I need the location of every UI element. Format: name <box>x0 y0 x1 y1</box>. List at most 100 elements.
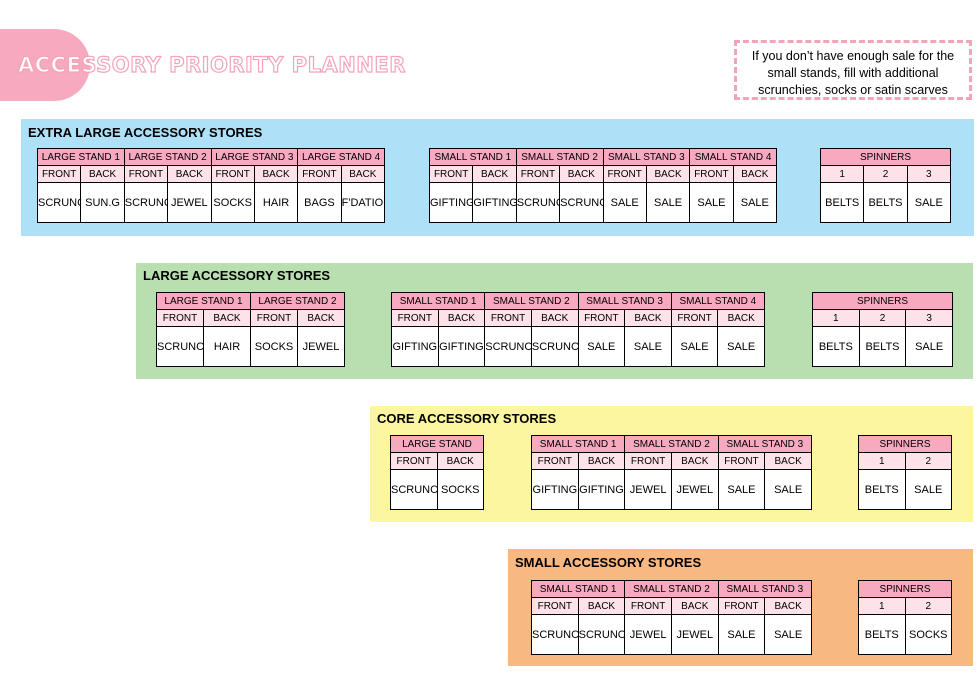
stand-header: LARGE STAND 4 <box>297 148 385 166</box>
stand-header: SMALL STAND 1 <box>429 148 517 166</box>
product-cell: HAIR <box>253 182 299 223</box>
product-cell: BELTS <box>819 182 865 223</box>
product-cell: BELTS <box>858 326 907 367</box>
product-cell: SALE <box>670 326 719 367</box>
product-cell: SCRUNCHIE <box>577 614 626 655</box>
position-label: BACK <box>732 165 778 183</box>
product-cell: SALE <box>624 326 672 367</box>
position-label: 3 <box>906 165 952 183</box>
stand-header: LARGE STAND 2 <box>123 148 212 166</box>
position-label: BACK <box>717 309 765 327</box>
stand-header: SMALL STAND 1 <box>530 580 626 598</box>
product-cell: BELTS <box>858 469 906 510</box>
hdr-row: SPINNERS <box>820 148 951 166</box>
position-label: BACK <box>577 452 626 470</box>
product-cell: SALE <box>764 469 812 510</box>
title-pill-decoration <box>0 29 90 101</box>
position-label: FRONT <box>531 452 579 470</box>
hdr-row: SPINNERS <box>858 580 952 598</box>
product-cell: SALE <box>602 182 647 223</box>
stand-header: SMALL STAND 1 <box>390 292 486 310</box>
product-cell: GIFTING <box>428 182 474 223</box>
stand-header: SMALL STAND 2 <box>515 148 604 166</box>
product-cell: SCRUNCHIE <box>123 182 169 223</box>
panel-title: LARGE ACCESSORY STORES <box>143 268 331 283</box>
stand-header: LARGE STAND <box>390 435 484 453</box>
stand-header: SPINNERS <box>858 580 952 598</box>
product-cell: SOCKS <box>904 614 952 655</box>
product-cell: SALE <box>717 614 766 655</box>
position-label: BACK <box>670 452 719 470</box>
position-label: BACK <box>297 309 345 327</box>
position-label: FRONT <box>250 309 298 327</box>
product-cell: HAIR <box>203 326 251 367</box>
panel-title: SMALL ACCESSORY STORES <box>515 555 702 570</box>
product-cell: SCRUNCHIE <box>515 182 561 223</box>
stand-header: SMALL STAND 3 <box>717 580 813 598</box>
product-cell: SCRUNCHIE <box>36 182 82 223</box>
sale-note: If you don’t have enough sale for the sm… <box>734 40 972 100</box>
hdr-row: SPINNERS <box>812 292 953 310</box>
position-label: FRONT <box>156 309 204 327</box>
stand-header: SMALL STAND 2 <box>484 292 579 310</box>
product-cell: JEWEL <box>624 614 672 655</box>
position-label: BACK <box>670 597 719 615</box>
position-label: FRONT <box>515 165 561 183</box>
product-cell: SOCKS <box>436 469 484 510</box>
product-cell: SALE <box>717 469 766 510</box>
val-row: GIFTINGGIFTINGSCRUNCHIESCRUNCHIESALESALE… <box>391 326 765 367</box>
product-cell: SALE <box>906 182 952 223</box>
position-label: FRONT <box>602 165 647 183</box>
position-label: FRONT <box>210 165 255 183</box>
stand-header: LARGE STAND 1 <box>156 292 251 310</box>
position-label: FRONT <box>689 165 734 183</box>
position-label: BACK <box>167 165 212 183</box>
position-label: 2 <box>863 165 908 183</box>
position-label: FRONT <box>484 309 532 327</box>
product-cell: SCRUNCHIE <box>531 614 579 655</box>
position-label: 2 <box>858 309 907 327</box>
stand-header: SMALL STAND 2 <box>624 580 719 598</box>
position-label: FRONT <box>531 597 579 615</box>
product-cell: SCRUNCHIE <box>484 326 532 367</box>
position-label: FRONT <box>428 165 474 183</box>
position-label: BACK <box>645 165 691 183</box>
panel-title: CORE ACCESSORY STORES <box>377 411 557 426</box>
position-label: BACK <box>340 165 386 183</box>
position-label: BACK <box>530 309 579 327</box>
stand-header: SMALL STAND 3 <box>602 148 691 166</box>
product-cell: BAGS <box>297 182 342 223</box>
product-cell: SALE <box>732 182 778 223</box>
val-row: SCRUNCHIESOCKS <box>390 469 484 510</box>
product-cell: GIFTING <box>531 469 579 510</box>
product-cell: SOCKS <box>210 182 255 223</box>
stand-header: SPINNERS <box>820 148 951 166</box>
val-row: GIFTINGGIFTINGSCRUNCHIESCRUNCHIESALESALE… <box>428 182 778 223</box>
product-cell: GIFTING <box>577 469 626 510</box>
stand-header: LARGE STAND 3 <box>210 148 299 166</box>
position-label: BACK <box>577 597 626 615</box>
product-cell: SCRUNCHIE <box>390 469 438 510</box>
val-row: SCRUNCHIESUN.GSCRUNCHIEJEWELSOCKSHAIRBAG… <box>36 182 386 223</box>
